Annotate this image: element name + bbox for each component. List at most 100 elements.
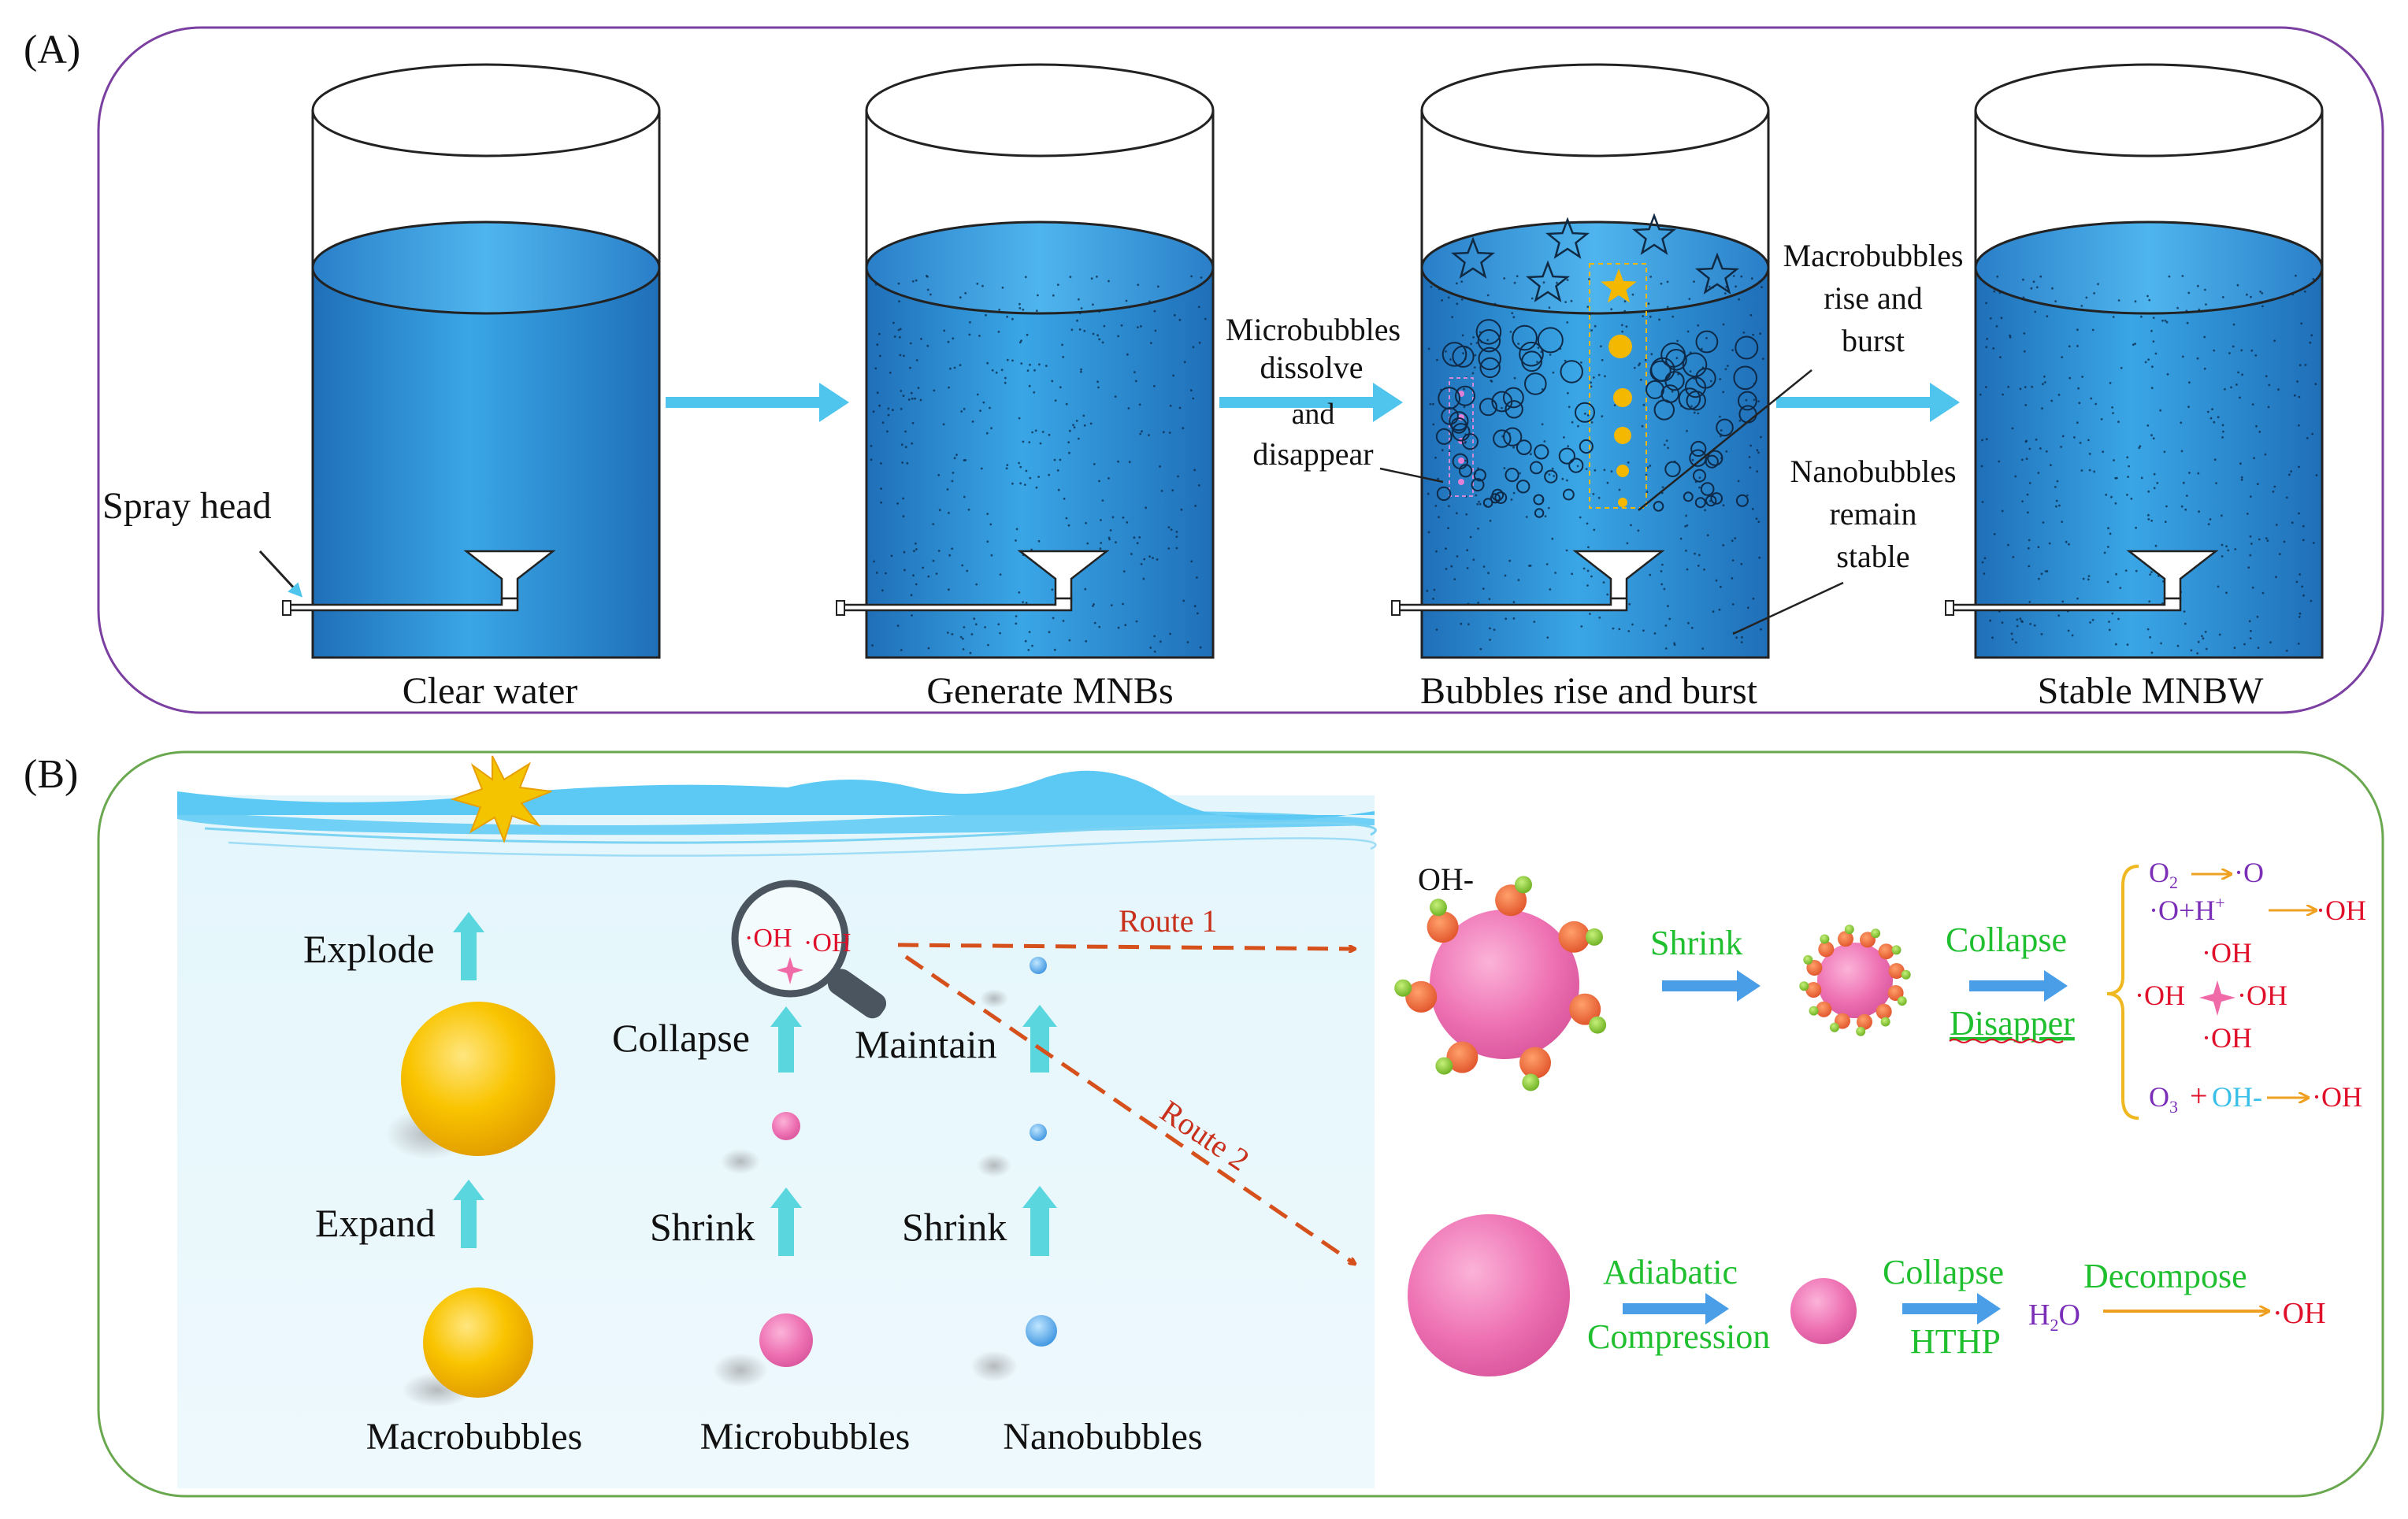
process-arrow-1 [666,383,849,422]
tank-rim [1974,63,2324,157]
process-arrow-2 [1219,383,1403,422]
caption-clear-water: Clear water [403,670,578,712]
microbubbles-note-line-4: disappear [1252,436,1373,472]
hydrogen-ion [1856,1026,1866,1036]
hydrogen-ion [1803,954,1813,965]
oh-minus-label: OH- [1418,861,1474,897]
rising-bubble [1473,469,1486,482]
oxygen-ion [1558,921,1590,953]
rising-bubble [1479,398,1497,417]
explode-arrow [453,912,484,980]
route-1-label: Route 1 [1119,903,1218,939]
microbubbles-note-line-2: dissolve [1260,350,1363,385]
eq3-oh-minus: OH- [2212,1081,2262,1113]
microbubble-dot [1458,458,1464,464]
rising-bubble [1482,498,1493,508]
rising-bubble [1475,319,1502,345]
tank-3-bubbles [1435,213,1759,518]
explosion-burst [450,755,552,843]
nano-shrink-label: Shrink [902,1205,1007,1249]
star-outline [1694,252,1740,295]
hydrogen-ion [1586,928,1603,946]
pipe-valve [836,600,845,616]
rising-bubble [1452,453,1469,469]
rising-bubble [1568,458,1584,473]
macrobubbles-note-line-2: rise and [1824,280,1923,316]
panel-b-tag: (B) [24,752,78,797]
magnifier-oh-1: ·OH [744,924,792,953]
rising-bubble [1441,342,1467,367]
route1-shrink-arrow [1662,970,1761,1002]
eq3-product: ·OH [2312,1081,2362,1113]
nanobubbles-note-line-1: Nanobubbles [1790,454,1956,489]
rising-bubble [1700,482,1715,496]
magnifier-oh-2: ·OH [803,928,851,958]
micro-shrink-label: Shrink [650,1205,755,1249]
rising-bubble [1693,469,1706,483]
expand-label: Expand [315,1201,436,1245]
large-microbubble [1408,1214,1570,1376]
rising-bubble [1534,444,1549,460]
nanobubbles-note: Nanobubbles remain stable [1732,454,1957,635]
hydrogen-ion [1394,979,1412,997]
route2-oh-product: ·OH [2273,1297,2326,1330]
rising-bubble [1649,360,1672,382]
rising-bubble [1459,464,1473,478]
oxygen-ion [1816,1001,1832,1017]
oxygen-ion [1495,884,1527,917]
tank-rim [865,63,1215,157]
oxygen-ion [1878,943,1894,960]
oh-left: ·OH [2135,980,2185,1011]
rising-bubble [1683,491,1694,502]
hydrogen-ion [1897,996,1907,1006]
rising-bubble [1503,387,1524,409]
caption-bubbles-rise: Bubbles rise and burst [1420,670,1758,712]
eq2-product: ·OH [2316,895,2366,926]
route1-shrink-label: Shrink [1650,924,1742,962]
collapse-arrow [770,1006,802,1073]
tank-rim [1420,63,1770,157]
rising-bubble [1660,343,1686,368]
rising-bubble [1665,349,1687,371]
hydrogen-ion [1901,969,1911,980]
rising-bubble [1519,341,1544,367]
rising-bubble [1503,427,1523,446]
decompose-label: Decompose [2083,1257,2247,1295]
tank-4 [1945,63,2324,659]
route-1-arrow [897,943,1355,949]
oxygen-ion [1876,1003,1892,1020]
hydrogen-ion [1799,981,1809,991]
hydrogen-ion [1871,928,1881,939]
rising-bubble [1505,468,1519,483]
rising-bubble [1653,501,1664,512]
macrobubble [1616,465,1629,477]
rising-bubble [1530,461,1543,475]
caption-generate-mnbs: Generate MNBs [926,670,1173,712]
explode-label: Explode [303,927,435,971]
oxygen-ion [1405,980,1438,1013]
water-surface [865,220,1215,315]
rising-bubble [1579,439,1594,454]
macro-highlight-box [1589,263,1647,509]
rising-bubble [1490,493,1501,504]
water-surface [1420,220,1770,315]
rising-bubble [1689,449,1707,467]
star-outline [1525,260,1571,302]
oxygen-ion [1427,911,1459,943]
macrobubble [1608,335,1632,358]
rising-bubble [1733,365,1757,391]
route-1-content: OH- Shrink Collapse Disapper O2 ·O ·O+H+… [1394,857,2366,1120]
rising-bubble [1646,380,1664,399]
rising-bubble [1537,327,1564,354]
microbubble-small [772,1112,800,1140]
rising-bubble [1705,454,1719,469]
charged-microbubble [1430,910,1579,1059]
compression-label: Compression [1587,1317,1770,1356]
rising-bubble [1682,352,1708,378]
rising-bubble [1563,488,1575,501]
hydrogen-ion [1891,945,1902,955]
eq1-product: ·O [2234,857,2264,888]
rising-bubble [1560,360,1583,383]
rising-bubble [1533,494,1545,506]
rising-bubble [1505,400,1523,419]
